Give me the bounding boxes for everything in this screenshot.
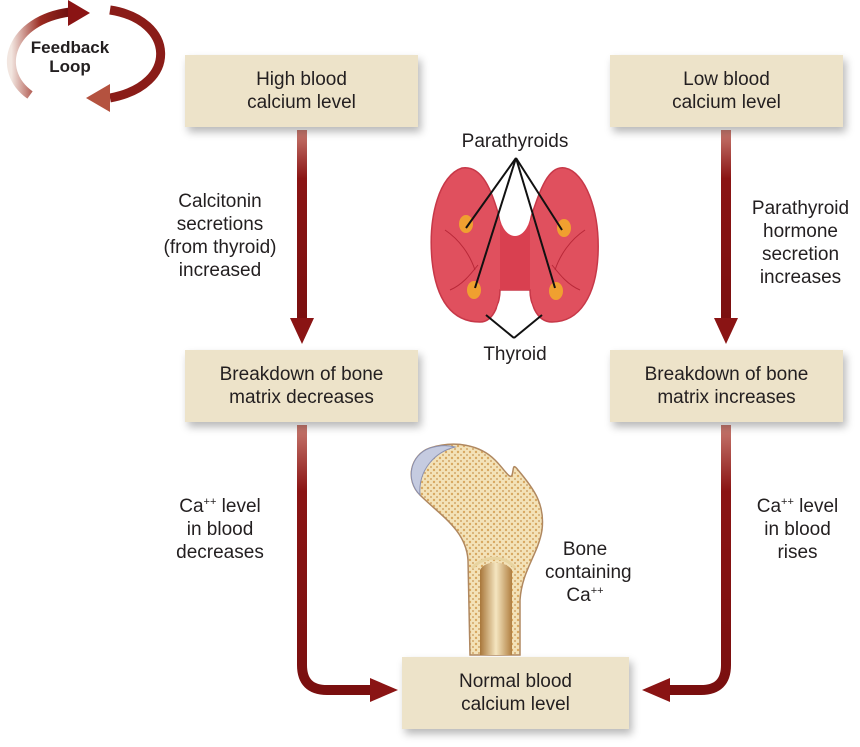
charge-superscript: ++ — [590, 585, 604, 597]
arrow-decrease-to-normal — [297, 425, 398, 702]
label-line: hormone — [763, 221, 838, 242]
label-line: Bone — [562, 539, 608, 560]
box-line: matrix decreases — [229, 387, 374, 408]
loop-word: Loop — [49, 57, 91, 76]
arrow-rise-to-normal — [642, 425, 731, 702]
pth-label: Parathyroid hormone secretion increases — [738, 197, 860, 289]
label-line: in blood — [186, 519, 254, 540]
label-line: Parathyroid — [751, 198, 850, 219]
ca-text: Ca — [566, 585, 591, 606]
label-line: increases — [759, 267, 842, 288]
label-line: Ca++ — [545, 584, 625, 607]
parathyroid-glands — [459, 215, 571, 300]
label-line: (from thyroid) — [163, 237, 277, 258]
arrow-low-to-breakdown — [714, 130, 738, 344]
ca-decreases-label: Ca++ level in blood decreases — [155, 495, 285, 564]
box-line: calcium level — [461, 694, 570, 715]
level-text: level — [793, 496, 839, 517]
label-line: increased — [178, 260, 262, 281]
bone-label: Bone containing Ca++ — [545, 538, 632, 607]
ca-rises-label: Ca++ level in blood rises — [735, 495, 860, 564]
parathyroids-label: Parathyroids — [461, 131, 569, 152]
ca-text: Ca — [179, 496, 204, 517]
box-line: Normal blood — [459, 671, 572, 692]
charge-superscript: ++ — [203, 496, 217, 508]
level-text: level — [216, 496, 261, 517]
box-line: calcium level — [672, 92, 781, 113]
label-line: decreases — [176, 542, 264, 563]
box-line: matrix increases — [657, 387, 796, 408]
box-line: calcium level — [247, 92, 356, 113]
thyroid-label: Thyroid — [483, 344, 547, 365]
charge-superscript: ++ — [781, 496, 794, 508]
box-line: Breakdown of bone — [644, 364, 809, 385]
femur-bone — [410, 443, 544, 656]
label-line: secretion — [761, 244, 840, 265]
box-line: Breakdown of bone — [219, 364, 384, 385]
label-line: containing — [545, 562, 632, 583]
label-line: Ca++ level — [735, 495, 860, 518]
label-line: Ca++ level — [155, 495, 285, 518]
parathyroid-pointer-lines — [465, 157, 563, 289]
feedback-loop-icon — [7, 0, 166, 112]
calcitonin-label: Calcitonin secretions (from thyroid) inc… — [150, 190, 290, 282]
ca-text: Ca — [756, 496, 782, 517]
box-line: High blood — [256, 69, 347, 90]
feedback-word: Feedback — [30, 38, 110, 57]
label-line: secretions — [176, 214, 264, 235]
arrow-high-to-breakdown — [290, 130, 314, 344]
label-line: Calcitonin — [178, 191, 262, 212]
box-line: Low blood — [683, 69, 770, 90]
feedback-loop-label: Feedback Loop — [30, 38, 110, 76]
label-line: in blood — [764, 519, 831, 540]
label-line: rises — [777, 542, 818, 563]
thyroid-pointer-lines — [485, 314, 543, 339]
